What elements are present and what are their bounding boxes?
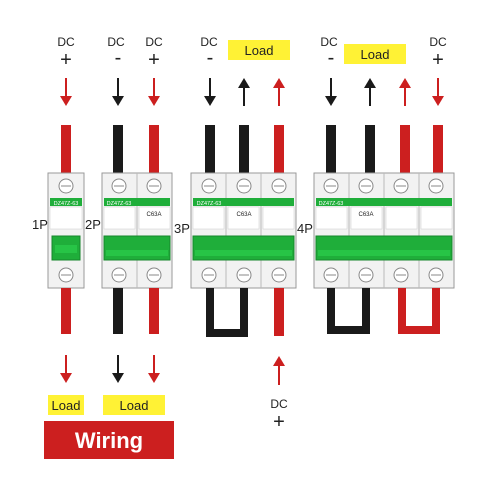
arrow-up-icon (364, 78, 376, 106)
breaker-model-text: DZ47Z-63 (197, 201, 222, 207)
wire-loop-black (327, 288, 370, 334)
dc-label-3p-bottom: DC (270, 397, 288, 411)
arrow-up-icon (238, 78, 250, 106)
pole-label-1p: 1P (32, 217, 48, 232)
plus-label-2p: + (148, 49, 160, 71)
wire-red (433, 125, 443, 175)
load-label-3p-top: Load (245, 43, 274, 58)
wire-black (113, 125, 123, 175)
arrow-down-icon (112, 355, 124, 383)
bottom-wires (61, 288, 440, 337)
bottom-arrows (60, 355, 285, 385)
load-box-2p (103, 395, 165, 415)
breaker-1p (47, 172, 85, 289)
wire-red (274, 288, 284, 336)
pole-label-4p: 4P (297, 221, 313, 236)
arrow-up-icon (273, 356, 285, 385)
arrow-down-icon (148, 355, 160, 383)
wire-loop-red (398, 288, 440, 334)
plus-label-3p-bottom: + (273, 411, 285, 433)
arrow-down-icon (204, 78, 216, 106)
dc-label-4p-pos: DC (429, 35, 447, 49)
minus-label-3p: - (207, 47, 214, 69)
dc-label-2p-pos: DC (145, 35, 163, 49)
breaker-model-text: DZ47Z-63 (54, 201, 79, 207)
load-box-4p-top (344, 44, 406, 64)
breaker-model-text: DZ47Z-63 (107, 201, 132, 207)
wire-black (205, 125, 215, 175)
arrow-down-icon (325, 78, 337, 106)
breaker-3p (190, 172, 297, 289)
breaker-2p (101, 172, 173, 289)
wiring-label: Wiring (75, 428, 143, 453)
arrow-down-icon (60, 78, 72, 106)
arrow-down-icon (60, 355, 72, 383)
arrow-up-icon (273, 78, 285, 106)
dc-label-1p: DC (57, 35, 75, 49)
wire-red (149, 288, 159, 334)
wire-black (113, 288, 123, 334)
breaker-rating-text: C63A (358, 212, 373, 218)
wire-red (61, 125, 71, 175)
wiring-banner (44, 421, 174, 459)
load-box-1p (48, 395, 84, 415)
breaker-rating-text: C63A (236, 212, 251, 218)
wire-loop-black (206, 288, 248, 337)
dc-label-4p: DC (320, 35, 338, 49)
wire-black (239, 125, 249, 175)
wire-red (149, 125, 159, 175)
load-label-2p: Load (120, 398, 149, 413)
arrow-up-icon (399, 78, 411, 106)
minus-label-2p: - (115, 47, 122, 69)
wire-black (365, 125, 375, 175)
wire-black (326, 125, 336, 175)
arrow-down-icon (432, 78, 444, 106)
wire-red (61, 288, 71, 334)
breaker-model-text: DZ47Z-63 (319, 201, 344, 207)
pole-label-3p: 3P (174, 221, 190, 236)
wire-red (400, 125, 410, 175)
pole-label-2p: 2P (85, 217, 101, 232)
arrow-down-icon (112, 78, 124, 106)
plus-label-4p: + (432, 49, 444, 71)
arrow-down-icon (148, 78, 160, 106)
dc-label-3p: DC (200, 35, 218, 49)
minus-label-4p: - (328, 47, 335, 69)
load-label-4p-top: Load (361, 47, 390, 62)
wire-red (274, 125, 284, 175)
load-box-3p-top (228, 40, 290, 60)
top-arrows (60, 78, 444, 106)
dc-label-2p: DC (107, 35, 125, 49)
load-label-1p: Load (52, 398, 81, 413)
breaker-4p (313, 172, 455, 289)
plus-label-1p: + (60, 49, 72, 71)
breaker-rating-text: C63A (146, 212, 161, 218)
top-wires (61, 125, 443, 175)
